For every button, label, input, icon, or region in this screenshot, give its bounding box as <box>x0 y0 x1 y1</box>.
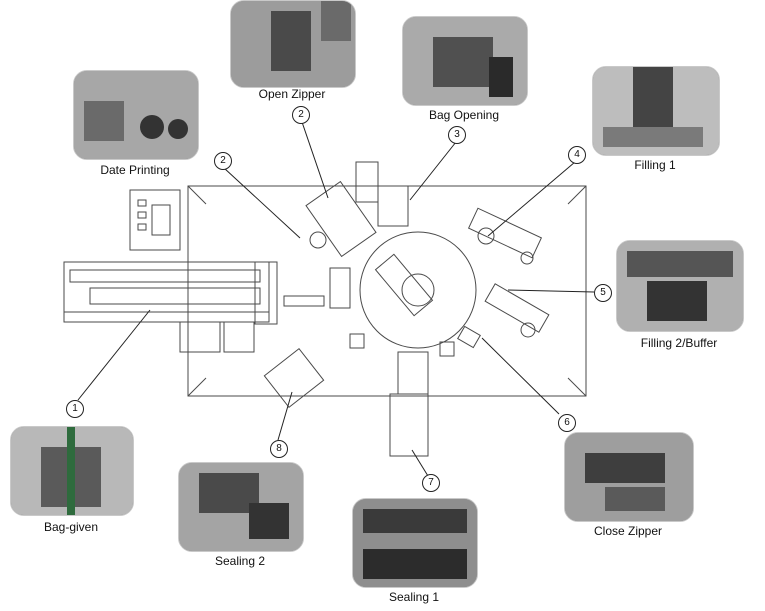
step-marker-2-date: 2 <box>214 152 232 170</box>
sealing-1-label: Sealing 1 <box>388 590 440 604</box>
open-zipper-label: Open Zipper <box>258 87 326 101</box>
step-marker-1: 1 <box>66 400 84 418</box>
bag-opening-photo <box>402 16 528 106</box>
sealing-1-photo <box>352 498 478 588</box>
step-marker-5: 5 <box>594 284 612 302</box>
date-printing-photo <box>73 70 199 160</box>
step-marker-6: 6 <box>558 414 576 432</box>
sealing-2-label: Sealing 2 <box>214 554 266 568</box>
filling-2-buffer-label: Filling 2/Buffer <box>640 336 718 350</box>
filling-1-photo <box>592 66 720 156</box>
date-printing-label: Date Printing <box>100 163 170 177</box>
close-zipper-photo <box>564 432 694 522</box>
step-marker-3: 3 <box>448 126 466 144</box>
step-marker-4: 4 <box>568 146 586 164</box>
step-marker-2-zipper: 2 <box>292 106 310 124</box>
bag-given-photo <box>10 426 134 516</box>
bag-given-label: Bag-given <box>43 520 99 534</box>
open-zipper-photo <box>230 0 356 88</box>
bag-opening-label: Bag Opening <box>428 108 500 122</box>
filling-2-buffer-photo <box>616 240 744 332</box>
sealing-2-photo <box>178 462 304 552</box>
filling-1-label: Filling 1 <box>634 158 676 172</box>
step-marker-8: 8 <box>270 440 288 458</box>
close-zipper-label: Close Zipper <box>593 524 663 538</box>
step-marker-7: 7 <box>422 474 440 492</box>
